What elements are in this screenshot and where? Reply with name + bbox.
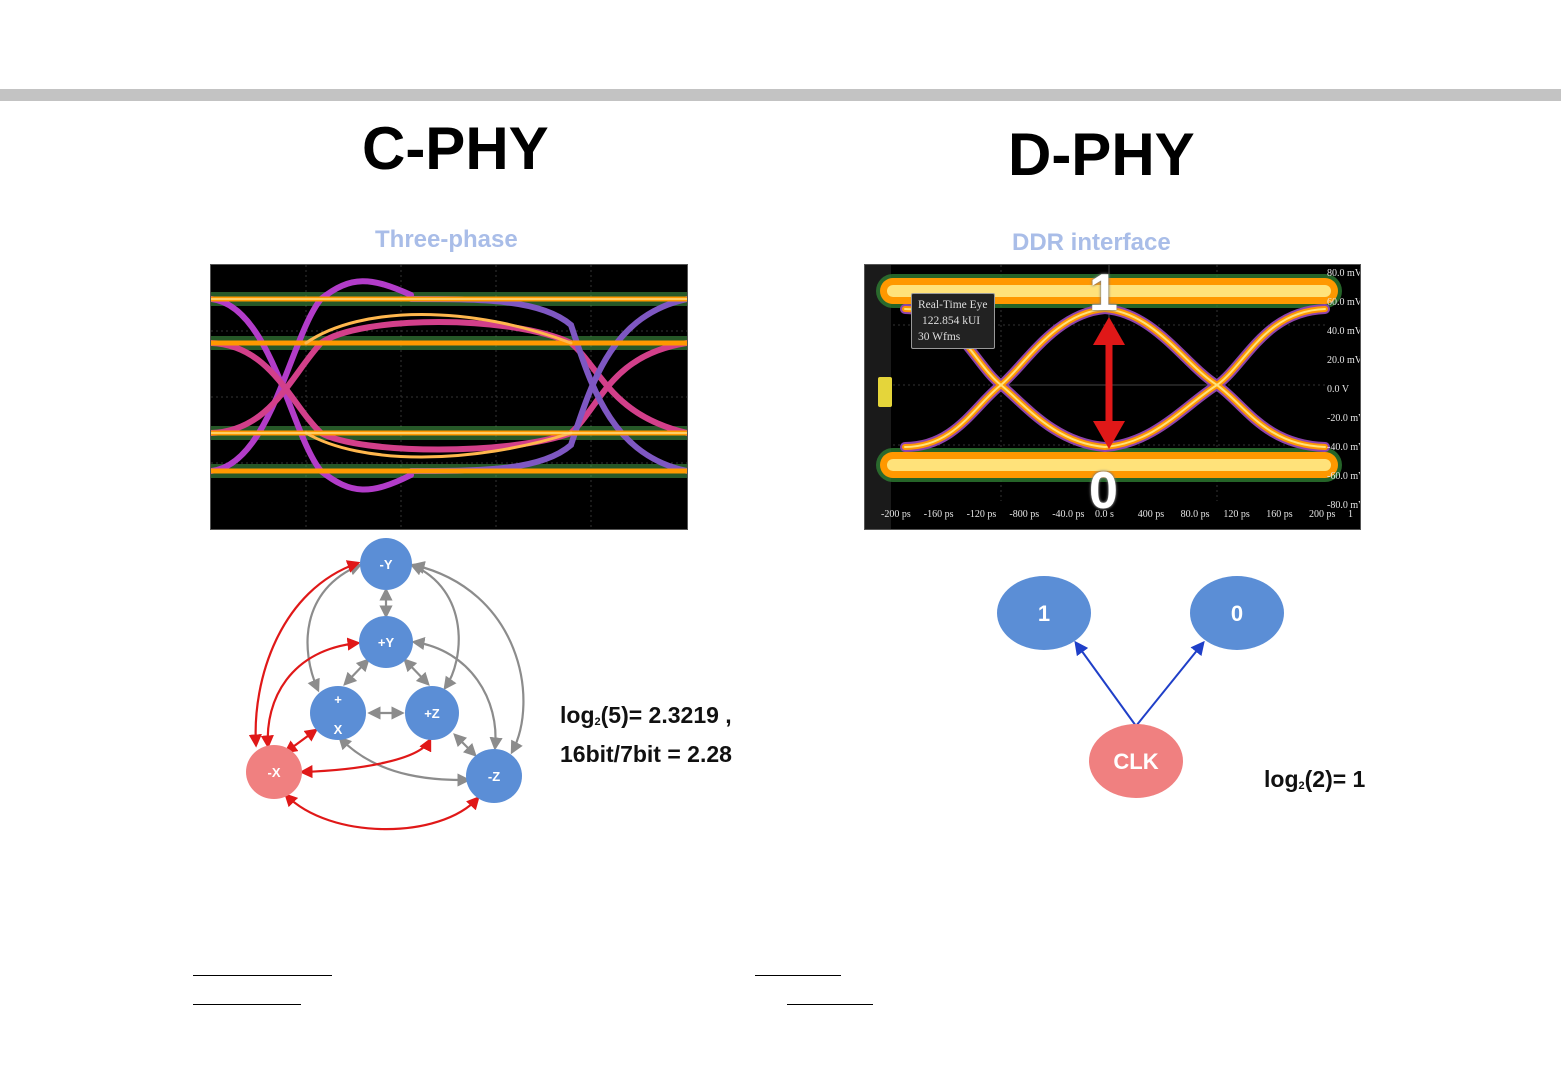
- edge-posy-posz: [403, 658, 430, 686]
- scope-x-tick: 120 ps: [1223, 509, 1250, 520]
- scope-y-tick: -40.0 mV: [1327, 442, 1360, 453]
- scope-y-tick: 60.0 mV: [1327, 297, 1361, 308]
- scope-x-tick: 160 ps: [1266, 509, 1293, 520]
- scope-y-tick: -60.0 mV: [1327, 471, 1360, 482]
- footer-underline: [193, 1004, 301, 1005]
- dphy-capacity-formula: log2(2)= 1: [1264, 762, 1365, 801]
- cphy-node-neg-y: -Y: [360, 538, 412, 590]
- dphy-title: D-PHY: [1008, 121, 1195, 188]
- dphy-eye-traces: [865, 265, 1342, 529]
- node-label: -Y: [380, 557, 393, 572]
- cphy-subtitle: Three-phase: [375, 226, 518, 253]
- footer-underline: [193, 975, 332, 976]
- edge-posy-negx: [260, 637, 361, 749]
- cphy-eye-traces: [211, 265, 687, 529]
- scope-y-tick: 80.0 mV: [1327, 268, 1361, 279]
- node-label: 1: [1038, 601, 1050, 626]
- cphy-node-pos-z: +Z: [405, 686, 459, 740]
- node-label: -Z: [488, 769, 500, 784]
- scope-y-tick: 40.0 mV: [1327, 326, 1361, 337]
- node-label: CLK: [1113, 749, 1158, 774]
- formula-value: (5)= 2.3219 ,: [600, 702, 732, 728]
- eye-level-low: 0: [1089, 462, 1118, 520]
- dphy-node-one: 1: [997, 576, 1091, 650]
- tooltip-line: 30 Wfms: [918, 331, 961, 343]
- footer-underline: [755, 975, 841, 976]
- formula-log: log: [1264, 766, 1299, 792]
- scope-x-tick: -800 ps: [1009, 509, 1040, 520]
- edge-negy-posx: [306, 562, 363, 693]
- formula-line: log2(5)= 2.3219 ,: [560, 698, 732, 737]
- formula-base: 2: [1298, 780, 1305, 792]
- cphy-node-pos-x: + X: [310, 686, 366, 740]
- cphy-node-neg-x: -X: [246, 745, 302, 799]
- edge-posy-posx: [343, 658, 370, 686]
- scope-x-tick: -120 ps: [966, 509, 997, 520]
- scope-y-tick: -80.0 mV: [1327, 500, 1360, 511]
- edge-negy-posz: [409, 563, 460, 691]
- edge-posy-negz: [411, 636, 503, 751]
- scope-measurement-tooltip: Real-Time Eye 122.854 kUI 30 Wfms: [911, 293, 995, 349]
- scope-x-tick: -160 ps: [923, 509, 954, 520]
- formula-base: 2: [594, 716, 601, 728]
- formula-log: log: [560, 702, 595, 728]
- scope-y-tick: 0.0 V: [1327, 384, 1350, 395]
- scope-y-tick: 20.0 mV: [1327, 355, 1361, 366]
- cphy-capacity-formula: log2(5)= 2.3219 , 16bit/7bit = 2.28: [560, 698, 732, 771]
- scope-x-tick: 200 ps: [1309, 509, 1336, 520]
- edge-negy-negz: [411, 561, 525, 755]
- scope-x-tick: -40.0 ps: [1052, 509, 1085, 520]
- scope-x-tick: 80.0 ps: [1180, 509, 1210, 520]
- dphy-node-zero: 0: [1190, 576, 1284, 650]
- header-divider: [0, 89, 1561, 101]
- scope-x-tick: -200 ps: [881, 509, 911, 520]
- eye-level-high: 1: [1089, 264, 1118, 322]
- node-label: X: [334, 722, 343, 737]
- edge-posz-negx: [299, 737, 432, 779]
- edge-posz-negz: [453, 733, 477, 757]
- cphy-eye-diagram: [210, 264, 688, 530]
- cphy-node-neg-z: -Z: [466, 749, 522, 803]
- cphy-title: C-PHY: [362, 115, 549, 182]
- scope-x-tick: 1: [1348, 509, 1353, 520]
- edge-posx-negx: [283, 728, 319, 754]
- dphy-eye-diagram: Real-Time Eye 122.854 kUI 30 Wfms 1 0 80…: [864, 264, 1361, 530]
- cphy-node-pos-y: +Y: [359, 616, 413, 668]
- edge-clk-zero: [1135, 640, 1205, 727]
- tooltip-line: 122.854 kUI: [922, 315, 981, 327]
- dphy-subtitle: DDR interface: [1012, 229, 1171, 256]
- edge-clk-one: [1074, 640, 1137, 727]
- scope-y-tick: -20.0 mV: [1327, 413, 1360, 424]
- node-label: +: [334, 692, 342, 707]
- node-label: 0: [1231, 601, 1243, 626]
- scope-x-tick: 0.0 s: [1095, 509, 1114, 520]
- dphy-node-clk: CLK: [1089, 724, 1183, 798]
- node-label: -X: [268, 765, 281, 780]
- node-label: +Y: [378, 635, 395, 650]
- edge-negx-negz: [284, 793, 480, 831]
- footer-underline: [787, 1004, 873, 1005]
- node-label: +Z: [424, 706, 440, 721]
- edge-posx-negz: [338, 736, 471, 787]
- scope-x-tick: 400 ps: [1137, 509, 1165, 520]
- formula-line: 16bit/7bit = 2.28: [560, 741, 732, 767]
- tooltip-line: Real-Time Eye: [918, 299, 988, 311]
- formula-value: (2)= 1: [1304, 766, 1366, 792]
